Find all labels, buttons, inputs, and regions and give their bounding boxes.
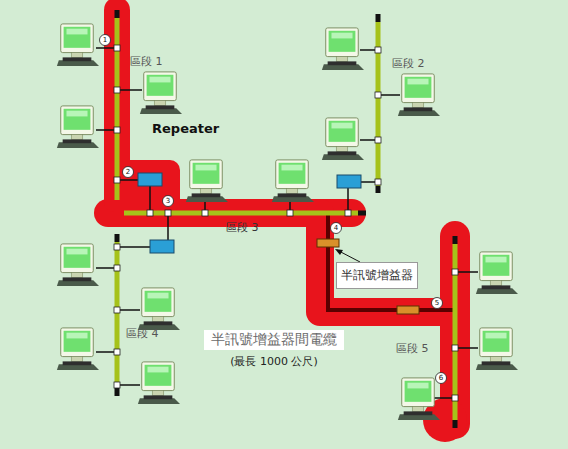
callout-number: 3 — [166, 198, 170, 205]
segment-label: 區段 4 — [126, 328, 159, 339]
bus — [117, 10, 455, 428]
drop-cables — [96, 48, 478, 398]
segment-label: 區段 2 — [392, 58, 425, 69]
repeater-label: Repeater — [152, 122, 219, 135]
segment-label: 區段 5 — [396, 343, 429, 354]
callout-circle — [100, 35, 447, 384]
repeater — [138, 173, 361, 253]
node-text: 半訊號增益器間電纜 — [204, 330, 344, 350]
half-repeater-label-box: 半訊號增益器 — [336, 262, 418, 289]
computer — [57, 24, 518, 420]
cable-note-box: 半訊號增益器間電纜 (最長 1000 公尺) — [200, 326, 348, 374]
callout-number: 6 — [439, 375, 443, 382]
callout-number: 5 — [435, 300, 439, 307]
callout-number: 4 — [334, 225, 338, 232]
node-text: 半訊號增益器 — [340, 266, 414, 285]
tap — [114, 45, 458, 401]
segment-label: 區段 1 — [130, 56, 163, 67]
half-repeater-cable — [328, 213, 455, 310]
half-repeater — [317, 239, 419, 314]
callout-number: 1 — [103, 37, 107, 44]
arrowhead — [335, 249, 343, 255]
node-text: (最長 1000 公尺) — [204, 353, 344, 370]
callout-number: 2 — [126, 169, 130, 176]
segment-label: 區段 3 — [226, 222, 259, 233]
highlight-path — [108, 10, 455, 424]
